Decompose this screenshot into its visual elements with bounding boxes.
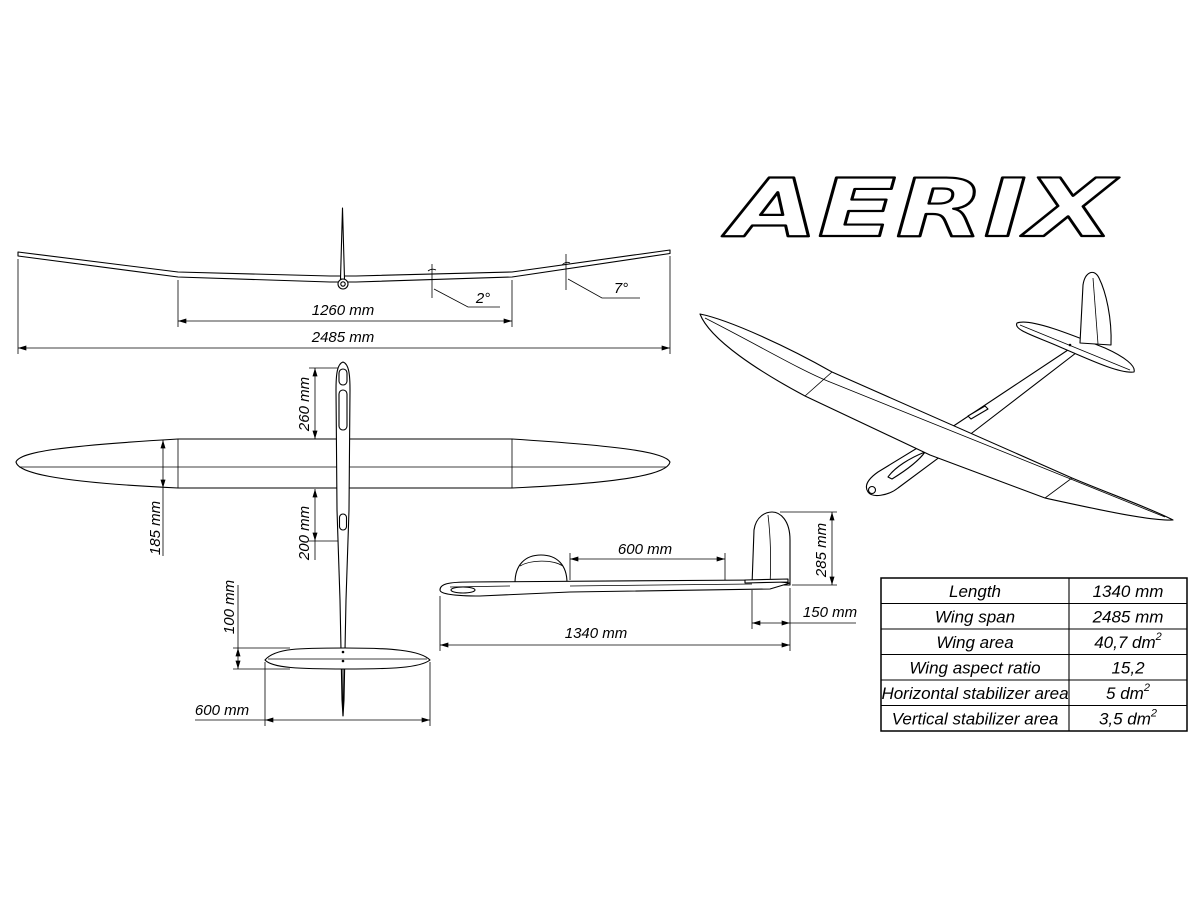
wing-panel-perspective-right [1044, 477, 1073, 499]
side-view: 600 mm 285 mm 150 mm 1340 mm [439, 511, 857, 651]
wing-hatch-perspective [967, 405, 989, 420]
canopy-side [450, 586, 476, 594]
spec-value-aspect-ratio: 15,2 [1111, 659, 1145, 678]
spec-value-vertical-stab-area: 3,5 dm2 [1099, 708, 1157, 729]
spec-label-wing-span: Wing span [935, 608, 1015, 627]
spec-value-horizontal-stab-area: 5 dm2 [1106, 682, 1150, 703]
angle-outer-label: 7° [614, 280, 628, 297]
stabilizer-pin-front [341, 650, 345, 654]
fuselage-side [439, 579, 791, 597]
angle-inner-arc [427, 268, 437, 272]
dim-center-label: 1260 mm [312, 302, 375, 319]
dim-span-label: 2485 mm [311, 329, 375, 346]
wing-hinge-perspective [704, 317, 1166, 518]
wing-front-outline [17, 249, 671, 283]
spec-value-wing-area-number: 40,7 dm [1094, 633, 1155, 652]
dim-pod-label: 200 mm [296, 506, 313, 561]
dim-length-label: 1340 mm [565, 625, 628, 642]
fin-front [339, 207, 346, 280]
spec-value-vertical-stab-number: 3,5 dm [1099, 710, 1151, 729]
stabilizer-pin-rear [341, 659, 345, 663]
nose-perspective [867, 485, 877, 495]
top-view: 260 mm 200 mm 185 mm 100 mm 600 mm [15, 361, 671, 726]
spec-value-horizontal-stab-number: 5 dm [1106, 684, 1144, 703]
spec-value-wing-area: 40,7 dm2 [1094, 631, 1162, 652]
spec-label-vertical-stab-area: Vertical stabilizer area [892, 710, 1059, 729]
fin-side [751, 511, 791, 586]
wing-perspective [699, 313, 1174, 521]
spec-value-vertical-stab-exponent: 2 [1150, 708, 1157, 720]
spec-value-wing-area-exponent: 2 [1155, 631, 1162, 643]
dim-fin-chord-label: 150 mm [803, 604, 857, 621]
dim-stab-chord-label: 100 mm [221, 580, 238, 634]
front-view: 2° 7° 1260 mm 2485 mm [17, 207, 671, 354]
dim-nose-label: 260 mm [296, 377, 313, 432]
wing-root-fairing-side [514, 554, 568, 584]
spec-label-aspect-ratio: Wing aspect ratio [909, 659, 1040, 678]
spec-label-wing-area: Wing area [936, 633, 1013, 652]
wing-hatch-top [338, 513, 348, 531]
aerix-logo: AERIX [721, 162, 1119, 255]
dim-chord-label: 185 mm [147, 501, 164, 555]
spec-label-horizontal-stab-area: Horizontal stabilizer area [881, 684, 1068, 703]
wing-airfoil-side [519, 560, 564, 567]
angle-inner-label: 2° [475, 290, 490, 307]
boom-line-side [569, 583, 753, 587]
spec-value-horizontal-stab-exponent: 2 [1143, 682, 1150, 694]
perspective-view [699, 271, 1174, 521]
spec-value-length: 1340 mm [1093, 582, 1164, 601]
canopy-top [338, 389, 348, 431]
wing-panel-perspective-left [804, 371, 833, 397]
spec-value-wing-span: 2485 mm [1092, 608, 1164, 627]
angle-outer-arc [561, 261, 571, 266]
horizontal-stabilizer-top [264, 647, 431, 670]
stabilizer-line-perspective [1019, 324, 1131, 371]
fuselage-nose-inner [340, 281, 346, 287]
specs-table: Length 1340 mm Wing span 2485 mm Wing ar… [880, 577, 1188, 732]
rudder-line-perspective [1092, 277, 1099, 345]
spec-label-length: Length [949, 582, 1001, 601]
horizontal-stabilizer-side [744, 578, 789, 584]
dim-stab-span-label: 600 mm [195, 702, 249, 719]
dim-boom-label: 600 mm [618, 541, 672, 558]
angle-outer-leader [567, 278, 640, 299]
angle-inner-leader [433, 288, 500, 308]
dim-fin-height-label: 285 mm [813, 523, 830, 578]
stabilizer-pin-perspective [1068, 343, 1072, 347]
nose-cap-top [338, 368, 348, 386]
